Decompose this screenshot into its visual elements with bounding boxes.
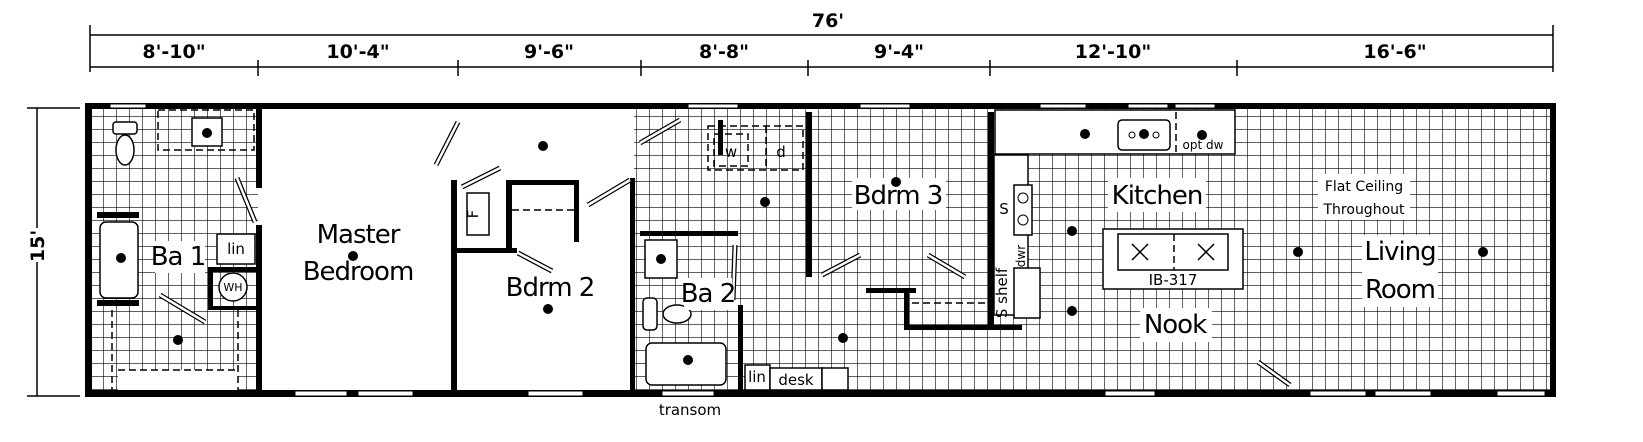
counter	[994, 109, 1236, 155]
room-label-ba1: Ba 1	[151, 242, 206, 272]
room-label-living-2: Room	[1365, 275, 1435, 305]
exterior-walls	[85, 103, 1556, 397]
room-label-living: Living	[1364, 237, 1435, 267]
shelf-label: S shelf	[993, 267, 1011, 318]
transom-label: transom	[659, 401, 721, 419]
segment-label: 12'-10"	[1075, 41, 1151, 63]
room-label-master-2: Bedroom	[303, 257, 414, 287]
linen-label: lin	[227, 240, 245, 258]
opt-dw-label: opt dw	[1183, 138, 1224, 152]
pantry-shelf	[1013, 267, 1041, 319]
washer	[713, 133, 749, 167]
segment-label: 10'-4"	[326, 41, 389, 63]
water-heater-icon	[218, 272, 248, 302]
linen-closet	[216, 233, 256, 265]
overall-length-label: 76'	[812, 10, 844, 32]
laundry-area	[707, 125, 804, 171]
segment-dimensions: 8'-10" 10'-4" 9'-6" 8'-8" 9'-4" 12'-10" …	[90, 41, 1553, 76]
segment-label: 8'-8"	[699, 41, 749, 63]
ceiling-note-2: Throughout	[1323, 202, 1406, 218]
desk-label: desk	[778, 371, 814, 389]
island-x-marks	[1131, 243, 1215, 261]
room-label-nook: Nook	[1144, 310, 1207, 340]
furnace-icon	[466, 192, 490, 236]
segment-label: 9'-6"	[524, 41, 574, 63]
water-heater-label: WH	[223, 281, 242, 294]
island-label: IB-317	[1149, 271, 1198, 289]
room-label-kitchen: Kitchen	[1112, 181, 1203, 211]
dryer-label: d	[776, 143, 786, 161]
interior-walls	[97, 108, 1022, 392]
segment-label: 8'-10"	[142, 41, 205, 63]
ceiling-note: Flat Ceiling	[1325, 179, 1403, 195]
door-swings	[158, 117, 1292, 388]
segment-label: 9'-4"	[874, 41, 924, 63]
stove-label: S	[999, 200, 1009, 218]
toilet-tank-ba2	[642, 297, 658, 331]
width-label: 15'	[27, 230, 49, 262]
room-label-ba2: Ba 2	[681, 279, 736, 309]
washer-label: w	[725, 143, 737, 161]
room-label-master: Master	[317, 220, 401, 250]
room-label-bdrm2: Bdrm 2	[506, 273, 595, 303]
vanity	[157, 109, 255, 151]
furnace-label: F	[464, 210, 482, 219]
toilet-tank	[112, 121, 138, 135]
toilet-icon	[115, 134, 135, 166]
width-dimension: 15'	[25, 107, 80, 397]
segment-label: 16'-6"	[1363, 41, 1426, 63]
linen-label-2: lin	[748, 368, 766, 386]
dwr-label: dwr	[1014, 245, 1028, 267]
overall-length-dimension: 76'	[89, 8, 1554, 72]
